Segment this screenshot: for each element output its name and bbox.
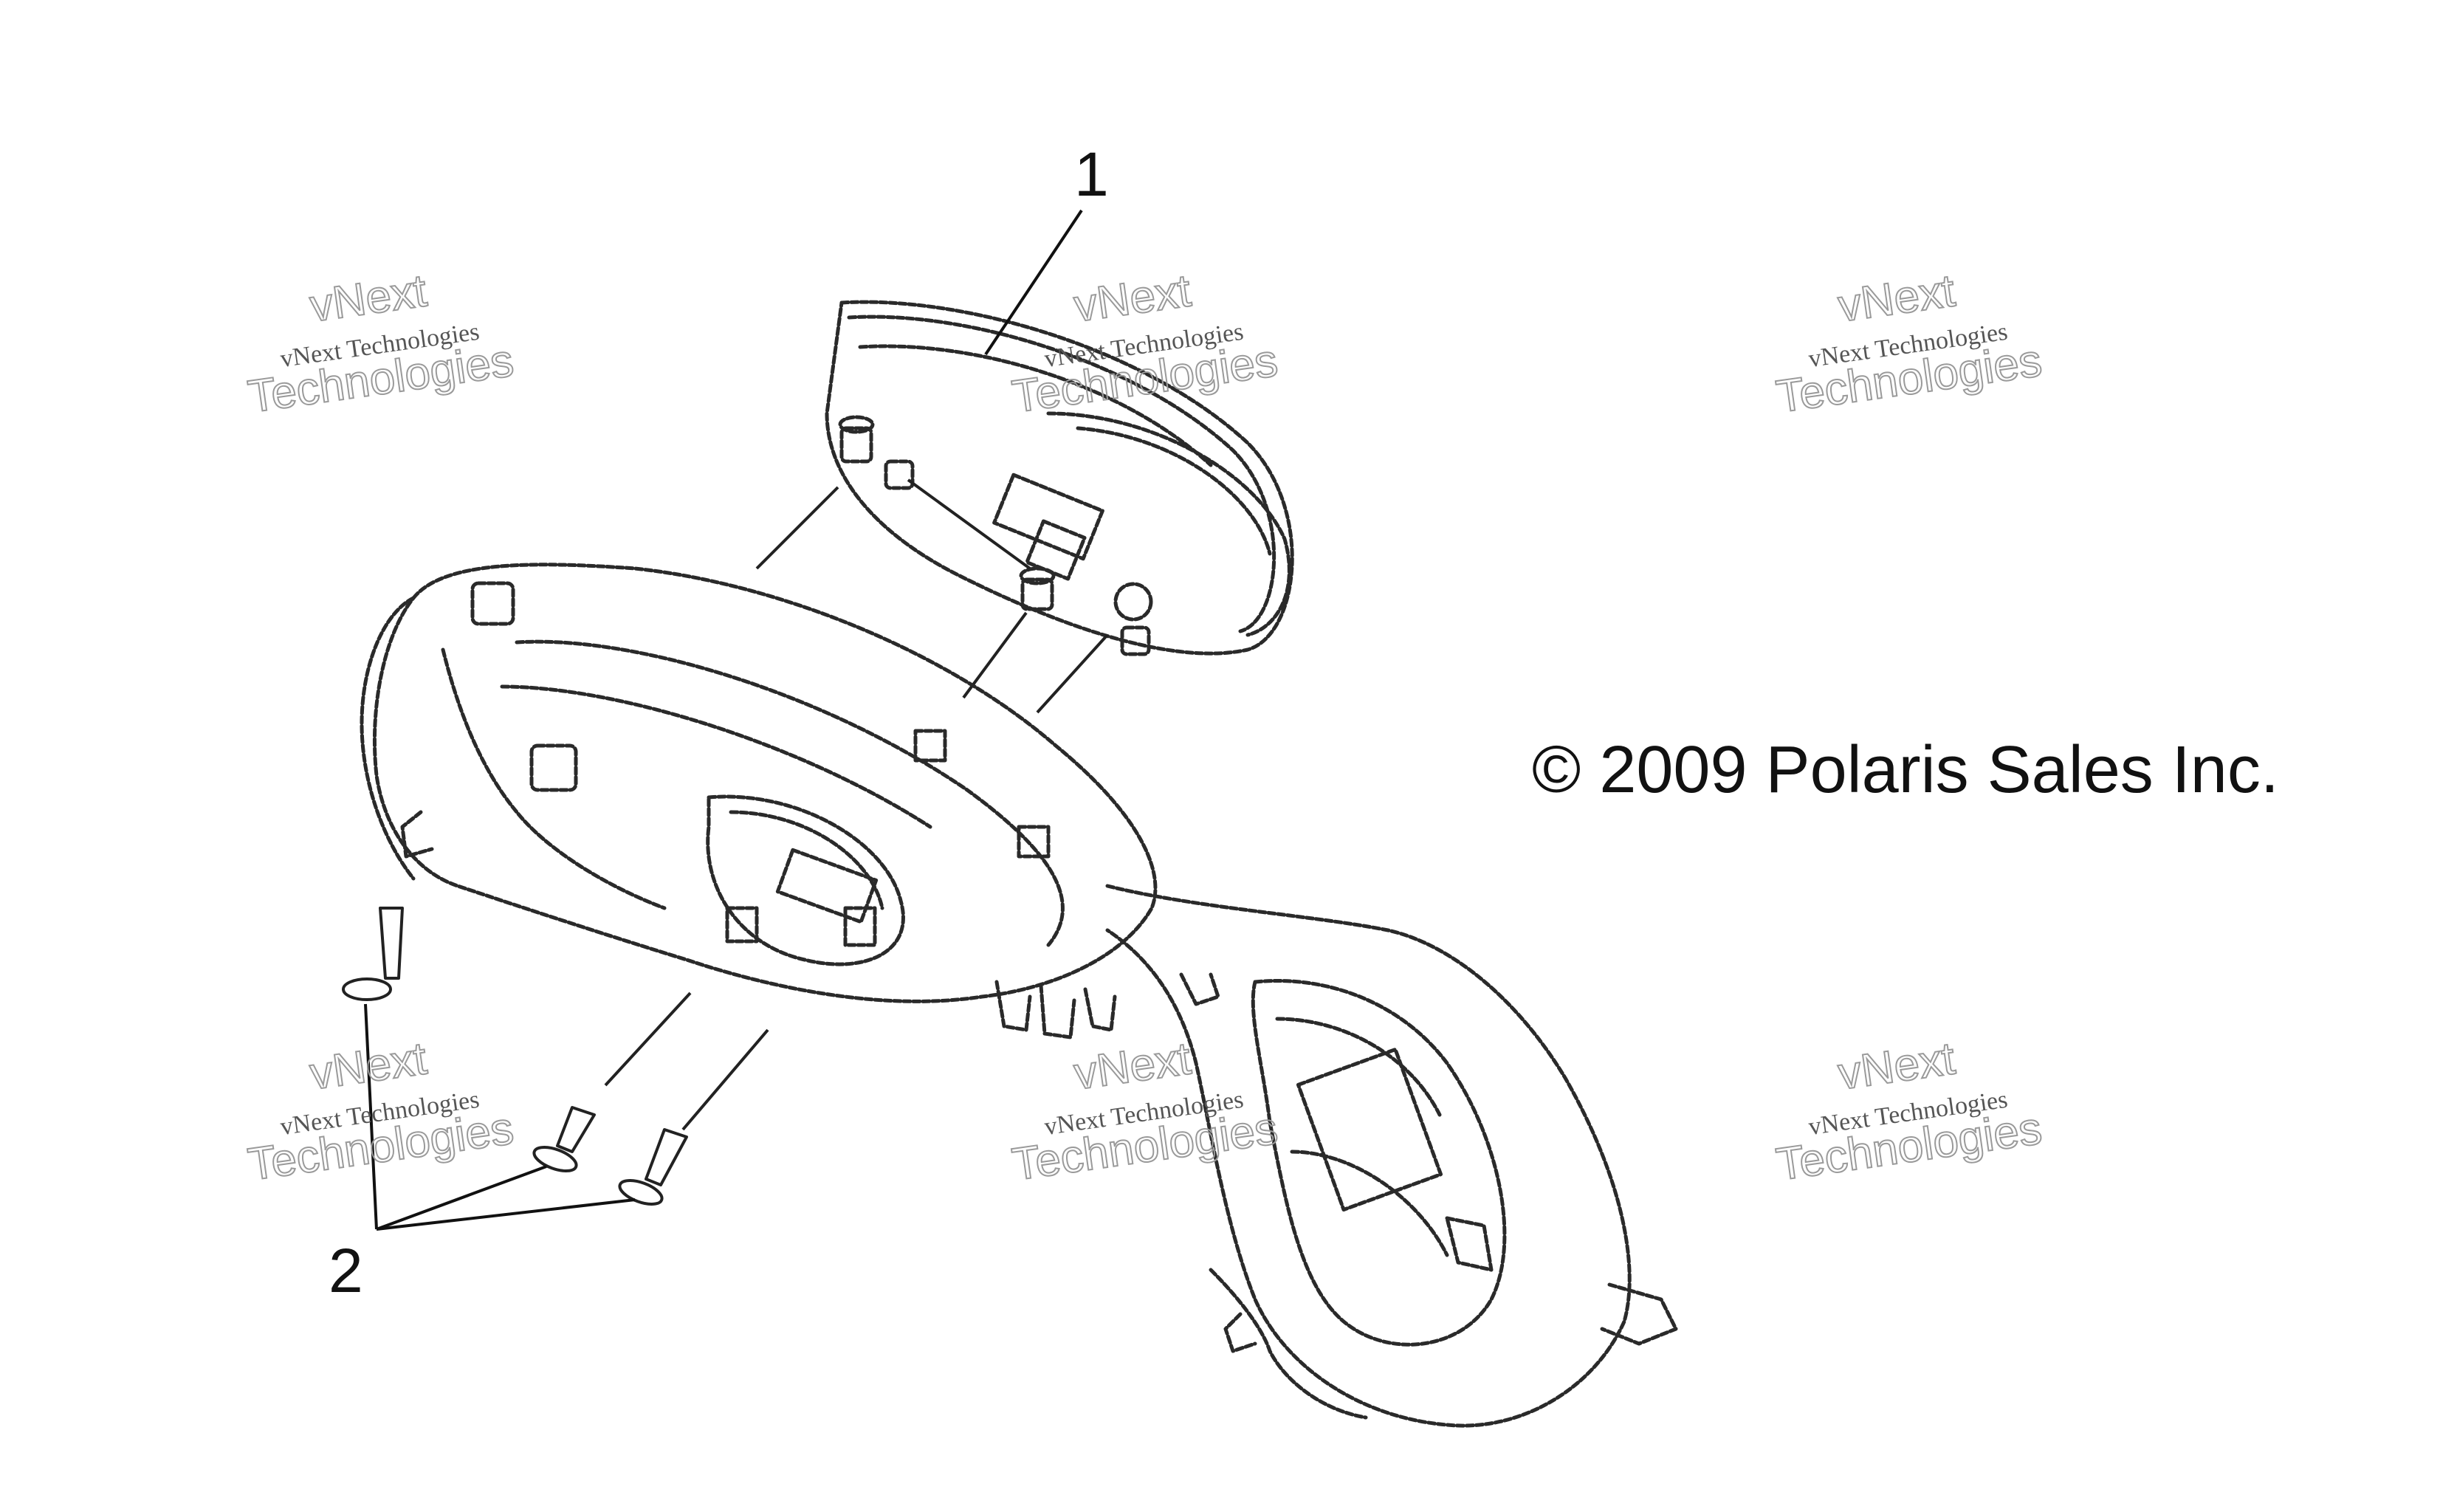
instrument-housing <box>360 563 1678 1428</box>
screw-2 <box>532 1106 596 1172</box>
watermark-line-1: vNext <box>1071 1033 1195 1099</box>
mounting-stud-b <box>884 459 915 490</box>
watermark-bottom-center: vNext vNext Technologies Technologies <box>1008 1032 1282 1191</box>
watermark-line-1: vNext <box>307 1033 430 1099</box>
watermark-bottom-left: vNext vNext Technologies Technologies <box>244 1032 518 1191</box>
watermark-top-right: vNext vNext Technologies Technologies <box>1773 264 2046 423</box>
watermark-top-center: vNext vNext Technologies Technologies <box>1008 264 1282 423</box>
watermark-top-left: vNext vNext Technologies Technologies <box>244 264 518 423</box>
screw-3 <box>618 1128 688 1206</box>
watermark-line-1: vNext <box>307 265 430 331</box>
instrument-cluster-gauge <box>825 300 1294 656</box>
watermark-bottom-right: vNext vNext Technologies Technologies <box>1773 1032 2046 1191</box>
mounting-stud-a <box>838 415 875 464</box>
assembly-guide-lines <box>604 478 1109 1131</box>
callout-1-label: 1 <box>1074 140 1109 209</box>
mounting-stud-c <box>1019 566 1056 611</box>
callout-2-label: 2 <box>329 1236 363 1305</box>
watermark-line-1: vNext <box>1835 265 1959 331</box>
watermark-line-1: vNext <box>1835 1033 1959 1099</box>
callout-1-leader <box>984 209 1083 356</box>
mounting-stud-d <box>1113 582 1153 656</box>
callout-2-leader <box>364 1003 636 1231</box>
copyright-notice: © 2009 Polaris Sales Inc. <box>1532 733 2279 807</box>
watermark-line-1: vNext <box>1071 265 1195 331</box>
screw-1 <box>342 907 404 1001</box>
